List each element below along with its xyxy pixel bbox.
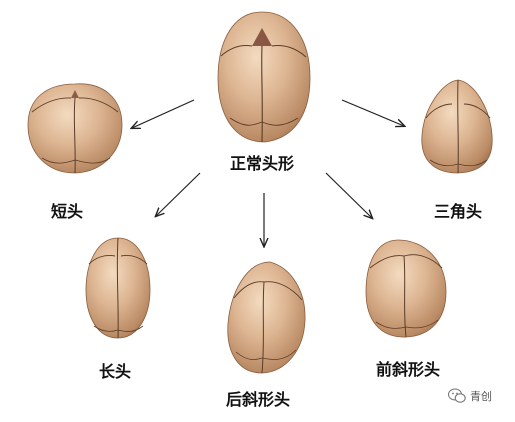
arrow-to-long xyxy=(156,172,201,216)
skull-short xyxy=(27,83,123,174)
skull-long xyxy=(85,237,151,339)
label-anterior-oblique-head: 前斜形头 xyxy=(376,360,441,379)
label-long-head: 长头 xyxy=(99,362,132,381)
arrow-to-anterior xyxy=(325,172,372,218)
skull-anterior-oblique xyxy=(365,239,447,338)
arrow-to-triangle xyxy=(341,99,404,126)
watermark: 青创 xyxy=(448,385,492,407)
watermark-text: 青创 xyxy=(470,390,492,403)
skull-triangle xyxy=(421,79,493,174)
label-short-head: 短头 xyxy=(51,202,84,221)
label-triangle-head: 三角头 xyxy=(434,202,483,221)
anterior-fontanelle-icon xyxy=(252,28,272,46)
skull-posterior-oblique xyxy=(227,261,306,374)
label-normal-head: 正常头形 xyxy=(230,154,295,173)
wechat-logo-icon xyxy=(448,388,466,403)
skull-normal xyxy=(217,11,311,143)
label-posterior-oblique-head: 后斜形头 xyxy=(226,390,291,409)
arrow-to-short xyxy=(132,99,195,128)
